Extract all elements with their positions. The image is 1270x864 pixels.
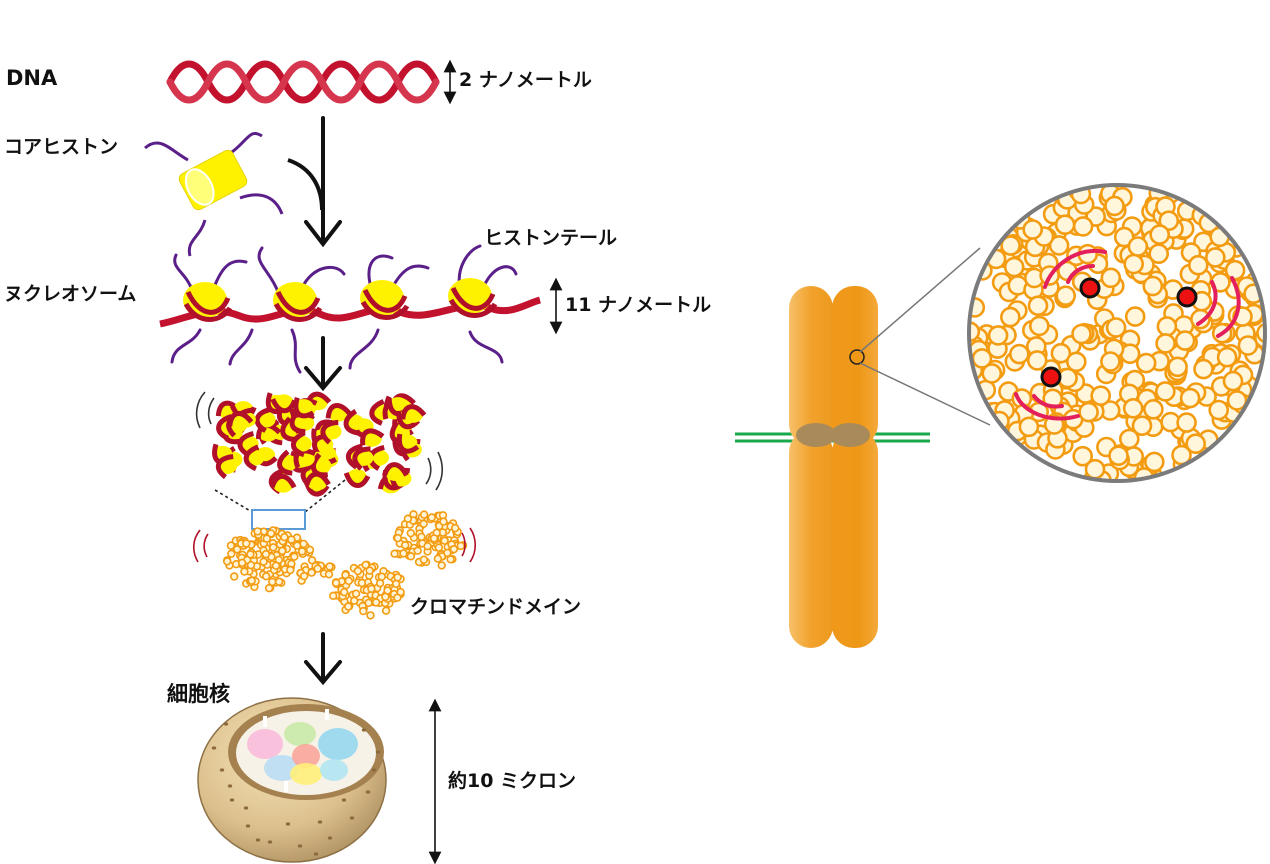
nucleosome-cluster-icon [212, 391, 427, 497]
nucleus-label: 細胞核 [167, 682, 230, 706]
magnified-view-icon [967, 183, 1267, 483]
chromatin-domain-icon [223, 510, 468, 620]
down-arrow-icon [304, 116, 342, 686]
nucleosome-width-label: 11 ナノメートル [565, 294, 712, 316]
nucleus-size-label: 約10 ミクロン [448, 770, 577, 792]
chromatin-domain-label: クロマチンドメイン [410, 596, 582, 618]
cell-nucleus-icon [197, 697, 387, 863]
core-histone-label: コアヒストン [4, 136, 119, 158]
dna-helix-icon [166, 60, 440, 104]
nucleosome-fiber-icon [159, 244, 542, 374]
dna-width-label: 2 ナノメートル [459, 69, 592, 91]
histone-tail-label: ヒストンテール [484, 227, 618, 249]
histone-octamer-icon [144, 131, 284, 257]
chromosome-icon [735, 286, 930, 648]
nucleosome-label: ヌクレオソーム [4, 283, 137, 305]
dna-label: DNA [6, 66, 58, 90]
